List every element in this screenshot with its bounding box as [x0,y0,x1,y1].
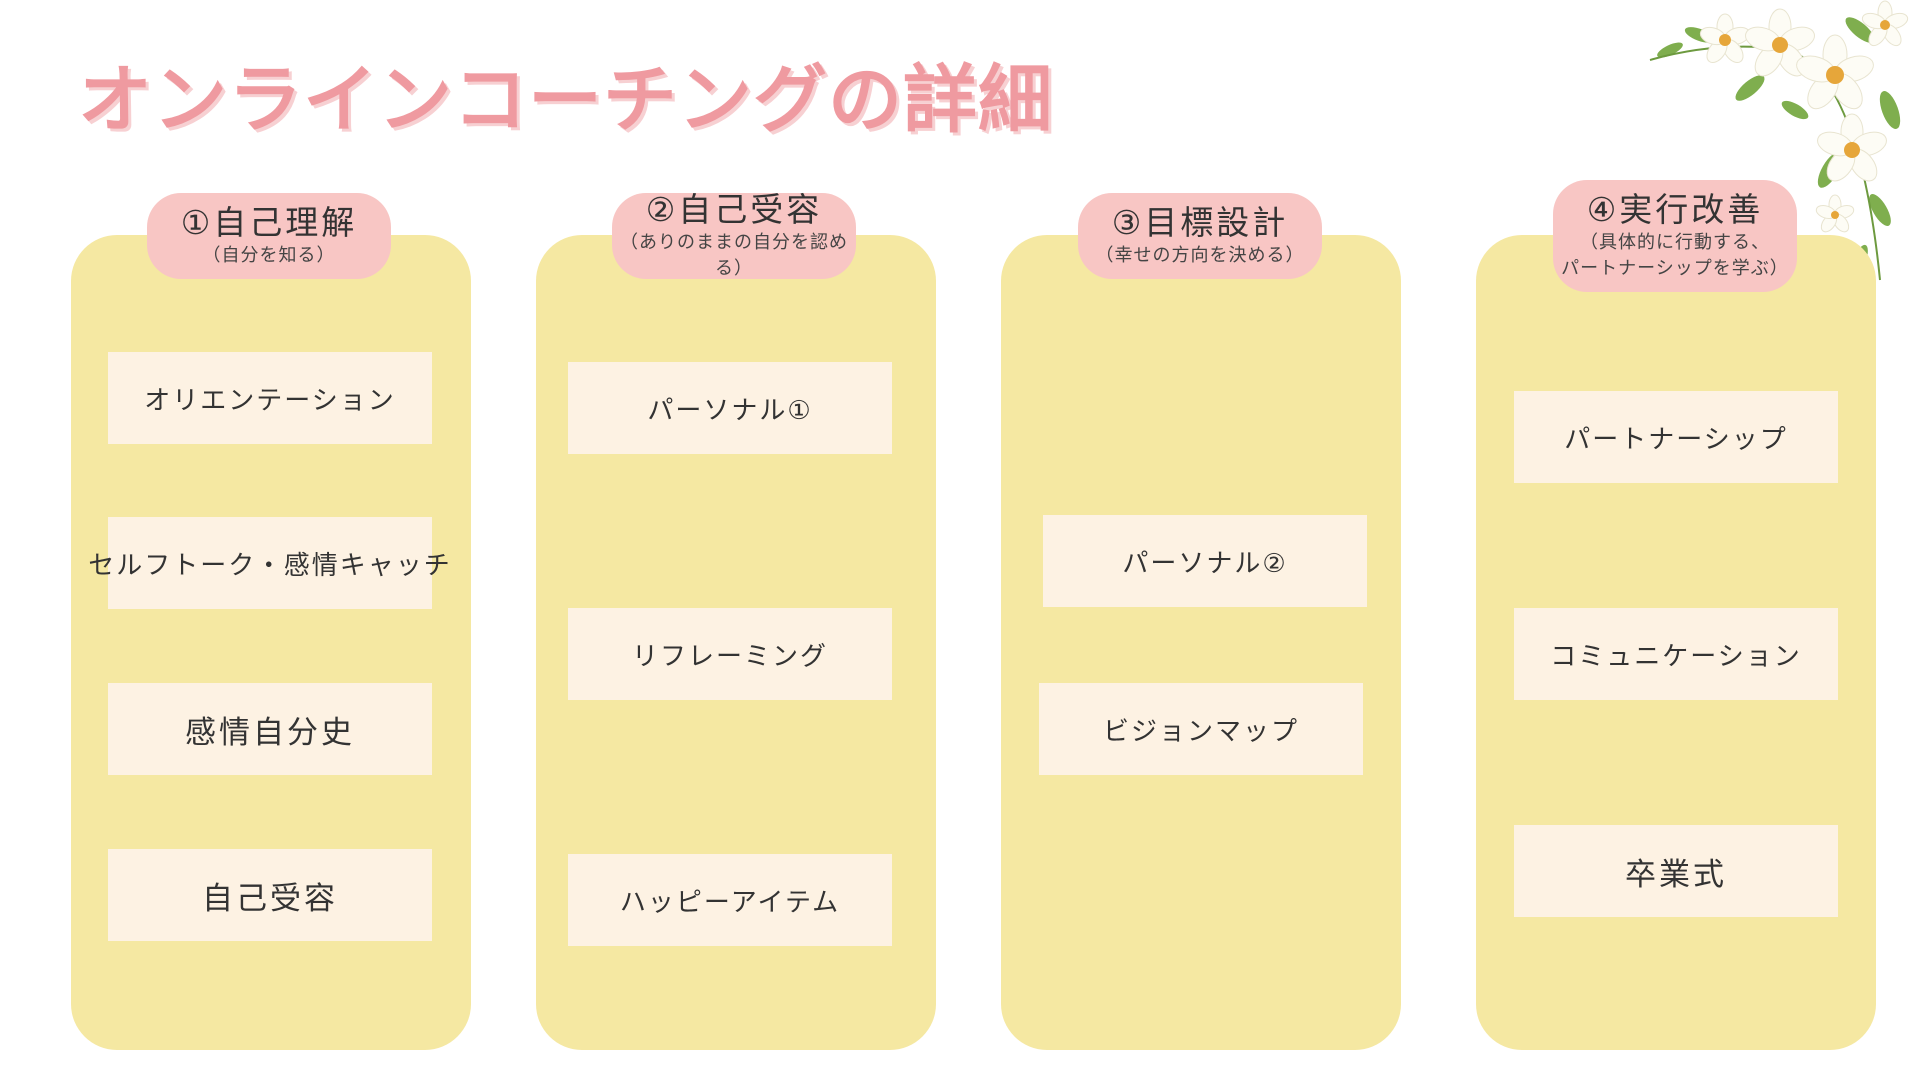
item-card: パートナーシップ [1514,391,1838,483]
item-card: パーソナル① [568,362,892,454]
item-card: パーソナル② [1043,515,1367,607]
step-badge-1: ①自己理解 （自分を知る） [147,193,391,279]
step-badge-3: ③目標設計 （幸せの方向を決める） [1078,193,1322,279]
item-card: オリエンテーション [108,352,432,444]
item-card: ビジョンマップ [1039,683,1363,775]
page-title: オンラインコーチングの詳細 [78,57,1053,143]
item-card: 自己受容 [108,849,432,941]
step-badge-4: ④実行改善 （具体的に行動する、 パートナーシップを学ぶ） [1553,180,1797,292]
step-column-3 [1001,235,1401,1050]
step-title: ③目標設計 [1111,203,1289,243]
flower-bouquet-icon [1649,0,1909,281]
step-subtitle: （具体的に行動する、 パートナーシップを学ぶ） [1561,231,1789,279]
step-subtitle: （幸せの方向を決める） [1095,244,1305,266]
item-card: ハッピーアイテム [568,854,892,946]
step-subtitle: （ありのままの自分を認める） [620,231,848,279]
step-title: ①自己理解 [180,203,358,243]
item-card: セルフトーク・感情キャッチ [88,517,450,609]
step-title: ②自己受容 [645,190,823,230]
step-title: ④実行改善 [1586,190,1764,230]
item-card: リフレーミング [568,608,892,700]
item-card: コミュニケーション [1514,608,1838,700]
step-badge-2: ②自己受容 （ありのままの自分を認める） [612,190,856,279]
step-subtitle: （自分を知る） [202,244,336,266]
item-card: 感情自分史 [108,683,432,775]
item-card: 卒業式 [1514,825,1838,917]
